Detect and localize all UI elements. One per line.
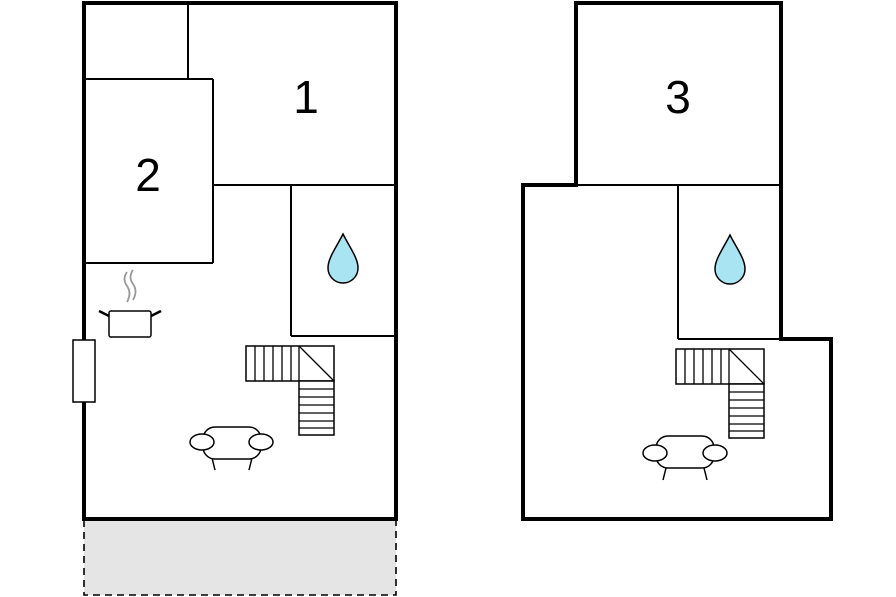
- room-label-3: 3: [665, 71, 691, 123]
- terrace-area: [83, 518, 397, 596]
- cooking-pot-icon: [98, 269, 162, 338]
- outer-wall: [521, 1, 833, 521]
- upper-floor-plan: 3: [521, 1, 833, 521]
- interior-walls: [576, 184, 781, 340]
- armchair-icon: [642, 435, 728, 481]
- ground-floor-plan: 1 2: [72, 1, 398, 596]
- room-label-1: 1: [293, 71, 319, 123]
- window-icon: [72, 339, 96, 403]
- armchair-icon: [189, 426, 274, 471]
- interior-walls: [84, 3, 396, 337]
- room-label-2: 2: [135, 149, 161, 201]
- staircase-icon: [675, 348, 765, 439]
- water-drop-icon: [327, 232, 359, 284]
- water-drop-icon: [714, 233, 746, 285]
- outer-wall: [82, 1, 398, 521]
- staircase-icon: [245, 345, 335, 436]
